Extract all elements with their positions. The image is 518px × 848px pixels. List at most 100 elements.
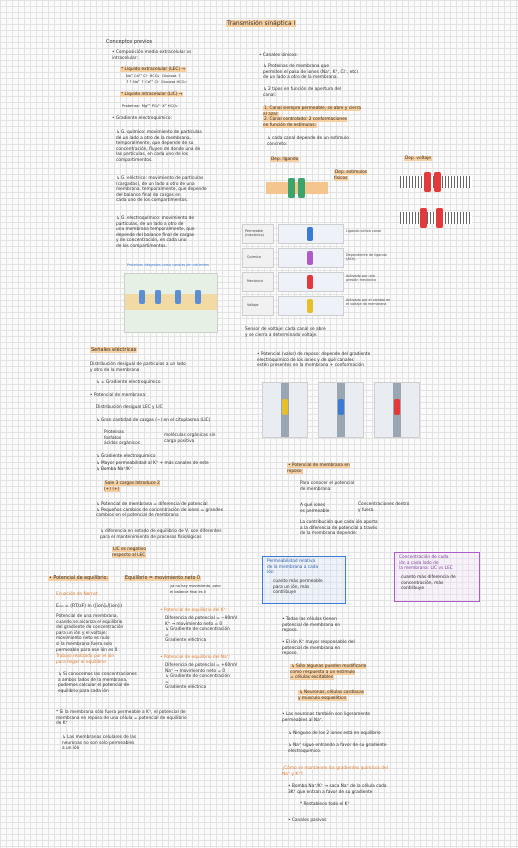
lic-ions: Proteínas⁻ Mg²⁺ PO₄³⁻ K⁺ HCO₃⁻ xyxy=(122,104,180,108)
img-permeable-ch xyxy=(307,227,313,241)
row-mecanico: Mecánico xyxy=(242,272,274,292)
sale3-text: Sale 3 cargas Introduce 2 (+) (+) xyxy=(104,481,160,492)
row-voltaje-label: Voltaje xyxy=(247,303,259,307)
channel-protein-2 xyxy=(155,290,161,304)
nernst-formula: Eᵢₒₙ = (RT/zF) ln ([ion]ₑ/[ion]ᵢ) xyxy=(56,604,123,609)
img-mecanico xyxy=(278,272,344,292)
row-permeable: Permeable (mecánico) xyxy=(242,224,274,244)
electroquimico-text: ↳ G. electroquímico: movimiento de partí… xyxy=(116,216,195,249)
concentraciones: Concentraciones dentro y fuera. xyxy=(358,502,410,513)
gradiente-heading: • Gradiente electroquímico: xyxy=(112,116,172,121)
row-quimico: Químico xyxy=(242,248,274,268)
lbl-voltaje: Dep. voltaje xyxy=(404,156,432,162)
como-mantienen: ¿Cómo se mantienen los gradientes químic… xyxy=(282,766,388,777)
cell-panel-3 xyxy=(374,382,420,438)
voltage-channel-closed-a xyxy=(424,172,431,192)
pot-eq-Na: • Potencial de equilibrio del Na⁺: xyxy=(160,655,231,660)
neuronas-cel: ↳ Neuronas, células cardíacas y músculo … xyxy=(298,690,365,701)
conceptos-heading: Conceptos previos xyxy=(106,39,153,45)
potencial-heading: • Potencial de membrana: xyxy=(90,393,147,398)
membrane-strip xyxy=(266,182,328,194)
ligand-channel-right xyxy=(298,178,305,198)
moleculas-text: moléculas orgánicas sin carga positiva xyxy=(164,433,216,444)
lic-text: * Líquido intracelular (LIC) → xyxy=(120,92,184,97)
canal-regulado-text: 2. Canal controlado: 2 conformaciones en… xyxy=(263,117,347,128)
canales-apertura: ↳ 2 tipos en función de apertura del can… xyxy=(263,87,342,98)
distrib-text: Distribución desigual de partículas a un… xyxy=(90,362,186,373)
lec-text: * Líquido extracelular (LEC) → xyxy=(120,67,186,72)
ion-K: • El ión K⁺ mayor responsable del potenc… xyxy=(282,640,355,657)
cell-panel-2 xyxy=(318,382,364,438)
row-voltaje: Voltaje xyxy=(242,296,274,316)
lic-neg-text: LIC es negativo respecto al LEC xyxy=(112,547,147,558)
channel-type-table: Permeable (mecánico) Químico Mecánico Vo… xyxy=(242,224,392,316)
restablece: * Restablece todo el K⁺ xyxy=(300,802,350,807)
lec-ions: Na⁺ Ca²⁺ Cl⁻ HCO₃⁻ Glucosa ↑ ↑↑ Na⁺ ↑ Ca… xyxy=(126,74,188,84)
distrib2-text: Distribución desigual LEC y LIC xyxy=(96,405,163,410)
img-voltaje xyxy=(278,296,344,316)
gradiente-el: ↳ = Gradiente electroquímico xyxy=(96,380,161,385)
conc-box: Concentración de cada ión a cada lado de… xyxy=(394,552,480,602)
lic-label: * Líquido intracelular (LIC) → xyxy=(120,92,184,98)
para-conocer: Para conocer el potencial de membrana: xyxy=(300,481,355,492)
solo-algunas-text: ↳ Sólo algunas pueden modificarlo como r… xyxy=(290,664,367,681)
cap-mecanico: Activado por una presión mecánica xyxy=(346,274,376,282)
channel-protein-4 xyxy=(195,290,201,304)
cap-permeable: Ligando activa canal xyxy=(346,229,382,233)
pot-eq-text: • Potencial de equilibrio: xyxy=(48,576,110,581)
cell-panel-1 xyxy=(262,382,308,438)
img-mecanico-ch xyxy=(307,275,313,289)
lec-label: * Líquido extracelular (LEC) → xyxy=(120,67,186,73)
voltage-channel-closed-b xyxy=(434,172,441,192)
ninguno: ↳ Ninguno de los 2 iones está en equilib… xyxy=(288,731,381,736)
mayor-perm: ↳ Mayor permeabilidad al K⁺ + más canale… xyxy=(96,461,209,472)
membrane-figure xyxy=(124,273,218,333)
row-mecanico-label: Mecánico xyxy=(247,279,263,283)
neuronas-text: ↳ Las membranas celulares de las neurona… xyxy=(62,735,137,752)
img-permeable xyxy=(278,224,344,244)
ligand-channel-left xyxy=(288,178,295,198)
voltaje-note: Sensor de voltaje: cada canal se abre y … xyxy=(245,327,326,338)
voltage-channel-figure-2 xyxy=(400,204,472,232)
diferencia: ↳ diferencia en estado de equilibrio de … xyxy=(100,529,222,540)
lbl-fisicos: Dep. estímulos físicos xyxy=(334,170,368,181)
ligand-channel-figure xyxy=(266,170,328,206)
lbl-fisicos-text: Dep. estímulos físicos xyxy=(334,170,368,181)
voltage-channel-open-a xyxy=(420,208,427,228)
grad-el: ↳ Gradiente electroquímico xyxy=(96,454,156,459)
pot-mem-reposo-text: • Potencial de membrana en reposo xyxy=(287,463,350,474)
todas-celulas: • Todas las células tienen potencial de … xyxy=(282,617,341,634)
senales-text: Señales eléctricas xyxy=(90,347,138,353)
cap-quimico: Dependiente de ligando (ACh) xyxy=(346,253,387,261)
reposo-figure xyxy=(262,382,420,444)
conc-title: Concentración de cada ión a cada lado de… xyxy=(399,555,453,572)
neuronas-cel-text: ↳ Neuronas, células cardíacas y músculo … xyxy=(298,690,365,701)
quimico-text: ↳ G. químico: movimiento de partículas d… xyxy=(116,130,202,163)
voltage-channel-open-b xyxy=(436,208,443,228)
solo-algunas: ↳ Sólo algunas pueden modificarlo como r… xyxy=(290,664,367,681)
perm-relativa-box: Permeabilidad relativa de la membrana a … xyxy=(262,556,346,604)
pot-reposo: • Potencial (valor) de reposo: depende d… xyxy=(257,352,371,369)
pot-eq-K-body: Diferencia de potencial = −90mV K⁺ → mov… xyxy=(165,616,238,644)
row-permeable-label: Permeable (mecánico) xyxy=(245,229,265,237)
a-que-iones: A qué iones es permeable xyxy=(300,503,330,514)
voltage-channel-figure-1 xyxy=(400,168,472,196)
composicion-text: • Composición medio extracelular vs intr… xyxy=(112,50,192,61)
conociendo: ↳ Si conocemos las concentraciones a amb… xyxy=(58,672,137,694)
equilibrio-text: Equilibrio = movimiento neto 0 xyxy=(124,576,201,581)
img-voltaje-ch xyxy=(307,299,313,313)
pot-eq-heading: • Potencial de equilibrio: xyxy=(48,576,110,582)
cap-voltaje: Activado por el cambio en el voltaje de … xyxy=(346,298,391,306)
cell-2-channel xyxy=(338,399,344,415)
trabajo: Trabajo realizado por el ión para llegar… xyxy=(56,654,115,665)
canales-pasivos: • Canales pasivos xyxy=(288,818,327,823)
gran-cantidad: ↳ Gran cantidad de cargas (−) en el cito… xyxy=(96,418,211,423)
lbl-voltaje-text: Dep. voltaje xyxy=(404,156,432,161)
cerrado-abierto: ↳ cada canal depende de un estímulo conc… xyxy=(267,136,349,147)
channel-protein-3 xyxy=(175,290,181,304)
conc-body: cuanto más diferencia de concentración, … xyxy=(401,575,456,592)
si-membrana: * Si la membrana sólo fuera permeable a … xyxy=(56,710,187,727)
proteinas-list: Proteínas fosfatos ácidos orgánicos xyxy=(104,430,140,447)
title-text: Transmisión sináptica I xyxy=(226,20,297,27)
flujo: ↳ Na⁺ sigue entrando a favor de su gradi… xyxy=(288,743,387,754)
